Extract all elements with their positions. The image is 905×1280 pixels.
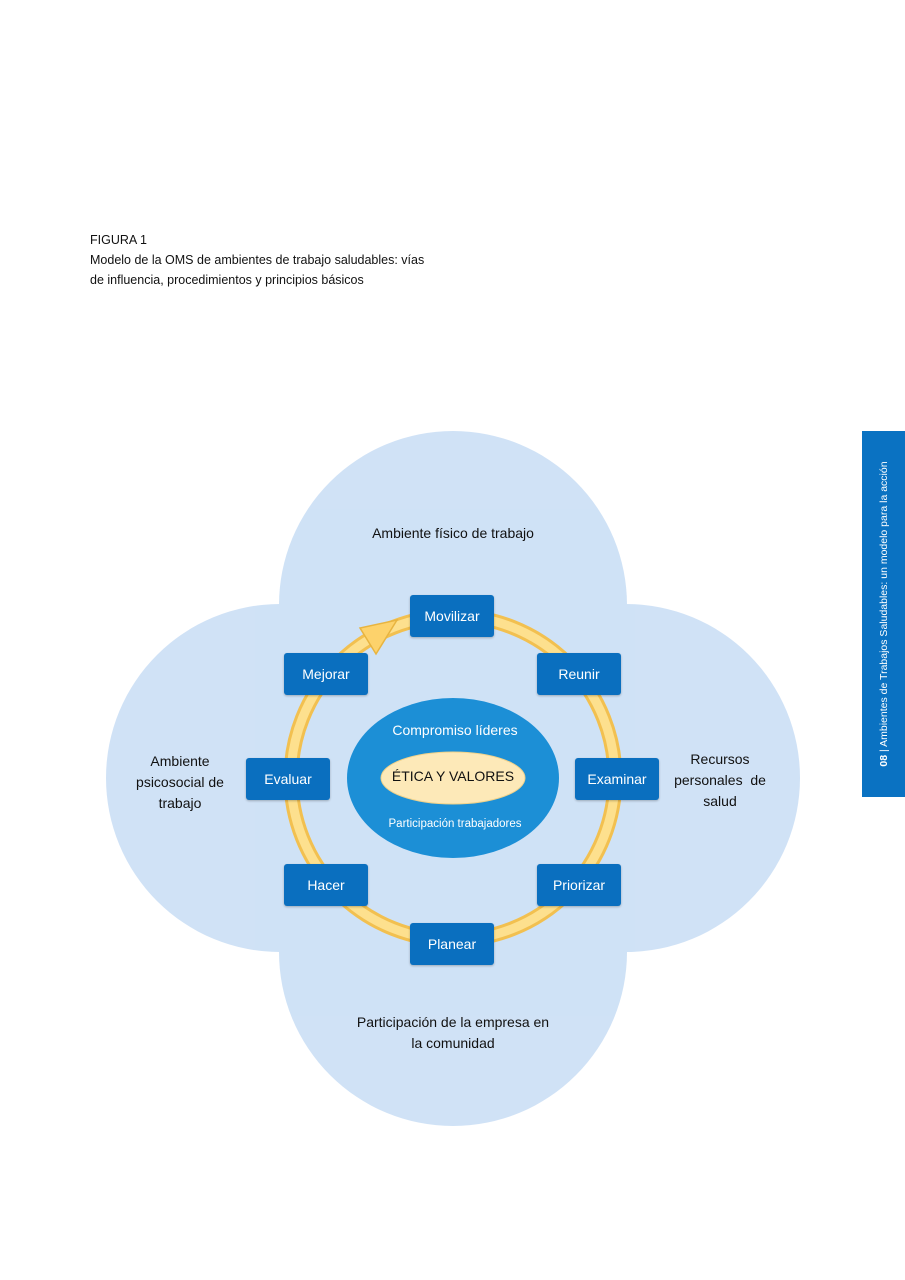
label-community-involvement: Participación de la empresa en la comuni… [356,1014,550,1051]
figure-title-line-2: de influencia, procedimientos y principi… [90,273,364,287]
label-psychosocial-environment: Ambiente psicosocial de trabajo [136,753,224,811]
running-header-tab: 08 | Ambientes de Trabajos Saludables: u… [862,431,905,797]
step-examinar: Examinar [575,758,659,800]
step-priorizar: Priorizar [537,864,621,906]
step-movilizar: Movilizar [410,595,494,637]
page-number: 08 [877,754,890,767]
label-physical-environment: Ambiente físico de trabajo [372,525,534,541]
label-personal-health-resources: Recursos personales de salud [674,751,766,809]
figure-title-line-1: Modelo de la OMS de ambientes de trabajo… [90,253,425,267]
ethics-values-label: ÉTICA Y VALORES [391,768,515,784]
header-separator: | [877,749,890,752]
running-header-text: 08 | Ambientes de Trabajos Saludables: u… [878,434,890,794]
step-planear: Planear [410,923,494,965]
figure-number: FIGURA 1 [90,233,147,247]
running-title: Ambientes de Trabajos Saludables: un mod… [877,461,890,747]
step-reunir: Reunir [537,653,621,695]
figure-caption: FIGURA 1 Modelo de la OMS de ambientes d… [90,230,450,290]
leadership-commitment-label: Compromiso líderes [392,722,518,738]
step-hacer: Hacer [284,864,368,906]
ethics-oval [380,751,526,805]
step-mejorar: Mejorar [284,653,368,695]
step-evaluar: Evaluar [246,758,330,800]
worker-participation-label: Participación trabajadores [388,818,522,830]
cycle-arrow-head [358,618,399,656]
